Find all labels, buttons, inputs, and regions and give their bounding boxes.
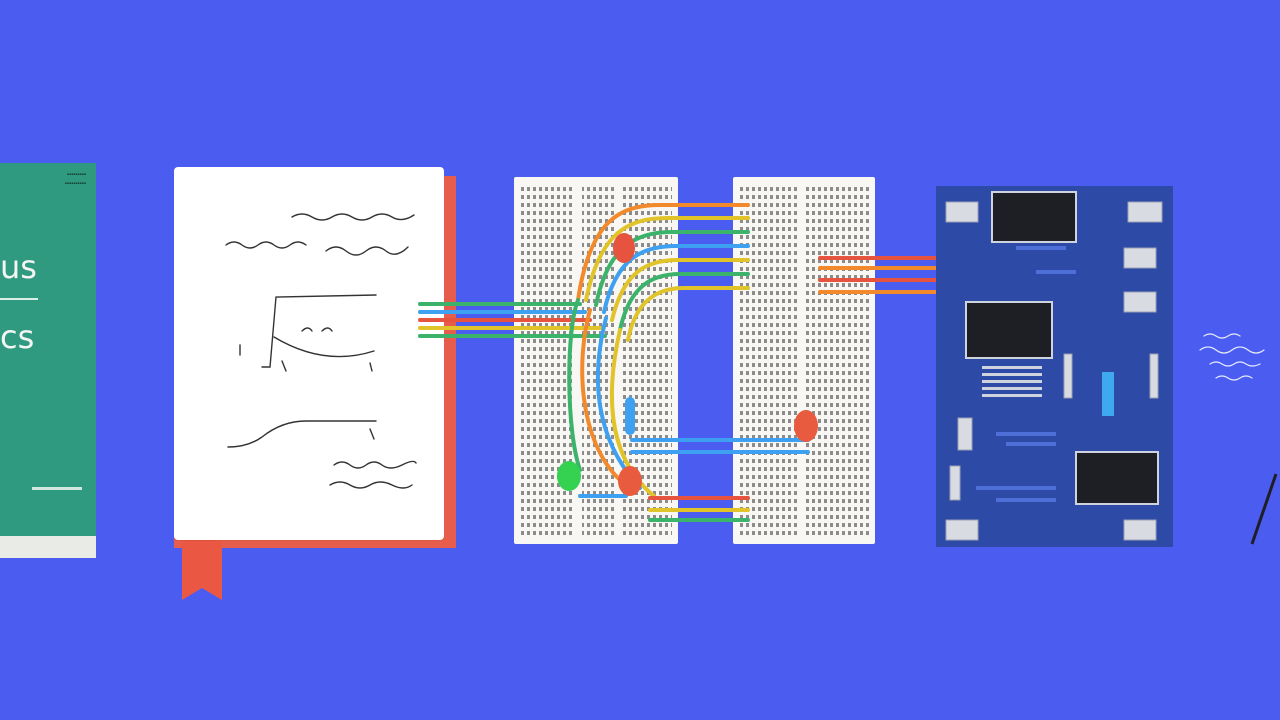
capacitor-icon [1123,247,1157,269]
scribble-mark [281,360,287,372]
scribble-line [225,241,307,249]
green-led-icon [557,461,581,491]
circuit-board-icon [936,186,1173,547]
sqrt-sign [261,294,377,368]
resistor-icon [1149,353,1159,399]
capacitor-icon [945,519,979,541]
chip-icon [1075,451,1159,505]
scribble-icon [1199,333,1278,545]
resistor-icon [1063,353,1073,399]
scribble-line [301,327,333,332]
sigmoid-curve [227,420,377,448]
scribble-line [325,246,409,256]
scribble-line [333,460,417,469]
breadboard-icon [514,177,678,544]
scribble-mark [369,362,373,372]
red-led-icon [613,233,635,263]
notebook-sketch [225,213,417,489]
capacitor-icon [1127,201,1163,223]
pcb-components [945,191,1163,541]
scribble-mark [369,428,375,440]
notebook-icon [174,167,444,540]
breadboard-icon [733,177,875,544]
red-led-icon [618,466,642,496]
curve [273,336,375,358]
book-rule [0,298,38,300]
chip-icon [991,191,1077,243]
blue-led-icon [1102,372,1114,416]
textbook-icon: ▪▪▪▪▪▪▪▪▪▪▪▪▪▪▪▪▪▪▪ us cs [0,163,96,558]
header-pins [982,366,1042,397]
book-title-line2: cs [0,318,35,356]
resistor-icon [957,417,973,451]
capacitor-icon [945,201,979,223]
capacitor-icon [1123,291,1157,313]
chip-icon [965,301,1053,359]
resistor-icon [949,465,961,501]
capacitor-icon [1123,519,1157,541]
red-led-icon [794,410,818,442]
notebook-cover-edge [440,176,456,548]
breadboard-holes [739,187,869,537]
book-title-line1: us [0,248,37,286]
bookmark-icon [182,540,222,600]
traces [976,246,1076,502]
book-publisher: ▪▪▪▪▪▪▪▪▪▪▪▪▪▪▪▪▪▪▪ [64,172,86,187]
scribble-line [291,213,415,221]
pen-icon [1250,473,1278,545]
scribble-line [329,481,413,489]
breadboard-holes [520,187,672,537]
book-footer-line [32,487,82,490]
book-pages [0,536,96,558]
